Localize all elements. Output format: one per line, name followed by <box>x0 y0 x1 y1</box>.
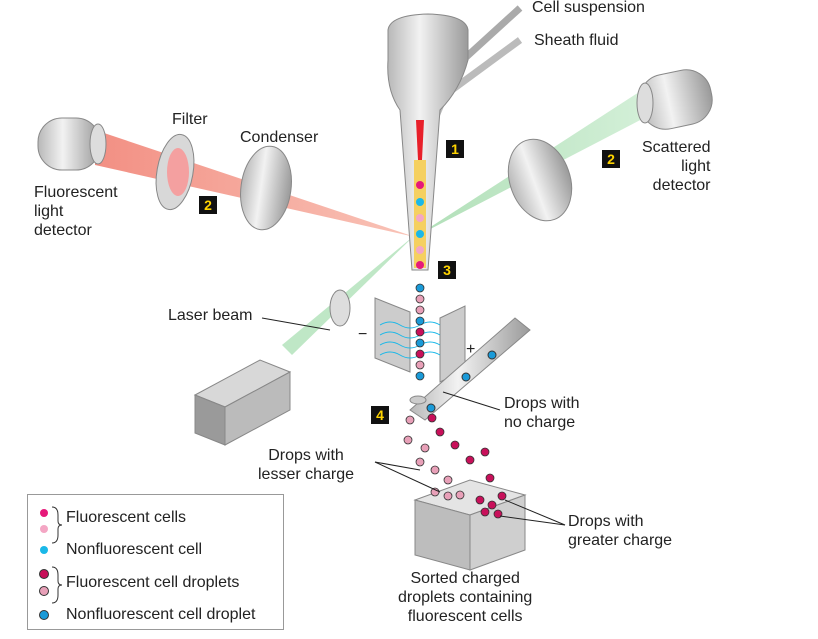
drops-no-charge-label: Drops with no charge <box>504 395 580 431</box>
sorted-droplets-label: Sorted charged droplets containing fluor… <box>398 570 533 625</box>
cell-suspension-label: Cell suspension <box>532 0 645 16</box>
laser-source <box>193 289 351 446</box>
scattered-light-detector <box>507 69 713 222</box>
legend-item-nonfluorescent-cell-droplet: Nonfluorescent cell droplet <box>66 606 256 623</box>
filter-label: Filter <box>172 111 208 128</box>
droplet-stream <box>415 283 425 381</box>
legend-braces <box>51 506 63 604</box>
filter <box>155 133 195 211</box>
legend: Fluorescent cells Nonfluorescent cell Fl… <box>27 494 284 630</box>
leader-lines <box>374 461 566 526</box>
step-badge-2-scattered: 2 <box>602 150 620 168</box>
legend-item-fluorescent-cells: Fluorescent cells <box>66 509 187 526</box>
minus-sign: − <box>358 326 368 343</box>
step-badge-1: 1 <box>446 140 464 158</box>
sorted-droplets <box>403 413 507 519</box>
fluorescent-cell-light-dot-icon <box>40 525 48 533</box>
laser-beam-label: Laser beam <box>168 307 253 324</box>
laser-beam <box>282 235 415 355</box>
step-badge-3: 3 <box>438 261 456 279</box>
drops-greater-charge-label: Drops with greater charge <box>568 513 673 549</box>
fluorescent-cell-dot-icon <box>40 509 48 517</box>
step-badge-2-fluorescent: 2 <box>199 196 217 214</box>
scattered-detector-label: Scattered light detector <box>642 139 711 194</box>
deflection-plates <box>374 297 466 383</box>
fluorescent-detector-label: Fluorescent light detector <box>34 184 118 239</box>
plus-sign: + <box>466 341 476 358</box>
condenser-lens <box>240 145 292 231</box>
fluorescent-droplet-dot-icon <box>39 569 49 579</box>
nonfluorescent-droplet-dot-icon <box>39 610 49 620</box>
sheath-fluid-label: Sheath fluid <box>534 32 619 49</box>
step-badge-4: 4 <box>371 406 389 424</box>
legend-item-nonfluorescent-cell: Nonfluorescent cell <box>66 541 203 558</box>
nonfluorescent-cell-dot-icon <box>40 546 48 554</box>
nozzle <box>387 13 469 271</box>
legend-item-fluorescent-cell-droplets: Fluorescent cell droplets <box>66 574 240 591</box>
drops-lesser-charge-label: Drops with lesser charge <box>258 447 355 483</box>
waste-tube <box>409 317 531 421</box>
condenser-label: Condenser <box>240 129 319 146</box>
fluorescent-detector <box>37 117 107 171</box>
fluorescent-droplet-light-dot-icon <box>39 586 49 596</box>
